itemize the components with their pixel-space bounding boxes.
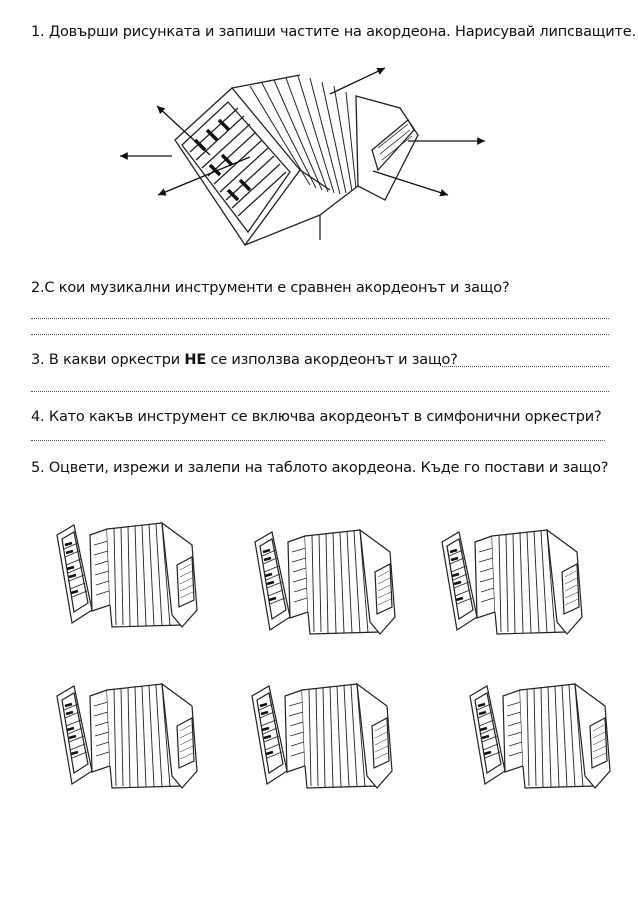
answer-line[interactable] bbox=[31, 440, 605, 441]
answer-line[interactable] bbox=[442, 366, 609, 367]
accordion-cutout-2[interactable] bbox=[250, 522, 400, 642]
question-2: 2.С кои музикални инструменти е сравнен … bbox=[31, 280, 510, 296]
accordion-cutout-1[interactable] bbox=[52, 515, 202, 635]
question-5: 5. Оцвети, изрежи и залепи на таблото ак… bbox=[31, 460, 609, 476]
question-3: 3. В какви оркестри НЕ се използва акорд… bbox=[31, 352, 458, 368]
question-3-emphasis: НЕ bbox=[184, 352, 207, 368]
question-3-part-1: 3. В какви оркестри bbox=[31, 352, 185, 368]
answer-line[interactable] bbox=[31, 391, 609, 392]
accordion-cutout-3[interactable] bbox=[437, 522, 587, 642]
accordion-cutout-6[interactable] bbox=[465, 676, 615, 796]
question-4: 4. Като какъв инструмент се включва акор… bbox=[31, 409, 602, 425]
accordion-cutout-5[interactable] bbox=[247, 676, 397, 796]
answer-line[interactable] bbox=[31, 334, 609, 335]
accordion-cutout-4[interactable] bbox=[52, 676, 202, 796]
question-1: 1. Довърши рисунката и запиши частите на… bbox=[31, 24, 636, 40]
answer-line[interactable] bbox=[31, 318, 609, 319]
question-3-part-2: се използва акордеонът и защо? bbox=[206, 352, 458, 368]
